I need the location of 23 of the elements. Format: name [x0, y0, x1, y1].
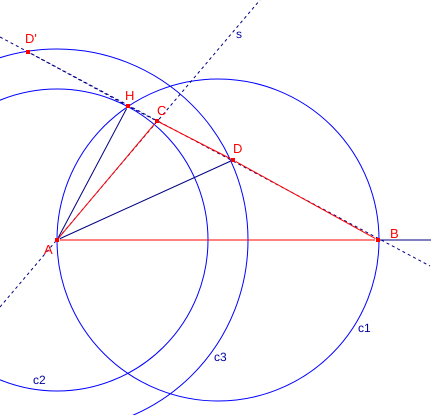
- segment: [58, 122, 156, 238]
- point-marker: [376, 238, 380, 242]
- point-label: B: [390, 227, 399, 240]
- point-marker: [155, 119, 159, 123]
- circle-label: c1: [358, 322, 371, 334]
- segment: [58, 108, 128, 238]
- point-marker: [55, 238, 59, 242]
- circle-label: c2: [33, 374, 46, 386]
- point-label: C: [157, 104, 166, 117]
- point-marker: [231, 158, 235, 162]
- segment: [159, 122, 231, 160]
- line-label: s: [236, 28, 242, 40]
- point-marker: [26, 50, 30, 54]
- segment: [59, 160, 231, 240]
- point-label: D: [233, 142, 242, 155]
- segment: [235, 160, 376, 240]
- dashed-segment: [130, 106, 155, 120]
- point-label: A: [44, 243, 53, 256]
- point-label: D': [25, 32, 37, 45]
- circle-label: c3: [214, 351, 227, 363]
- point-marker: [126, 104, 130, 108]
- dashed-segment: [30, 52, 126, 106]
- point-label: H: [125, 89, 134, 102]
